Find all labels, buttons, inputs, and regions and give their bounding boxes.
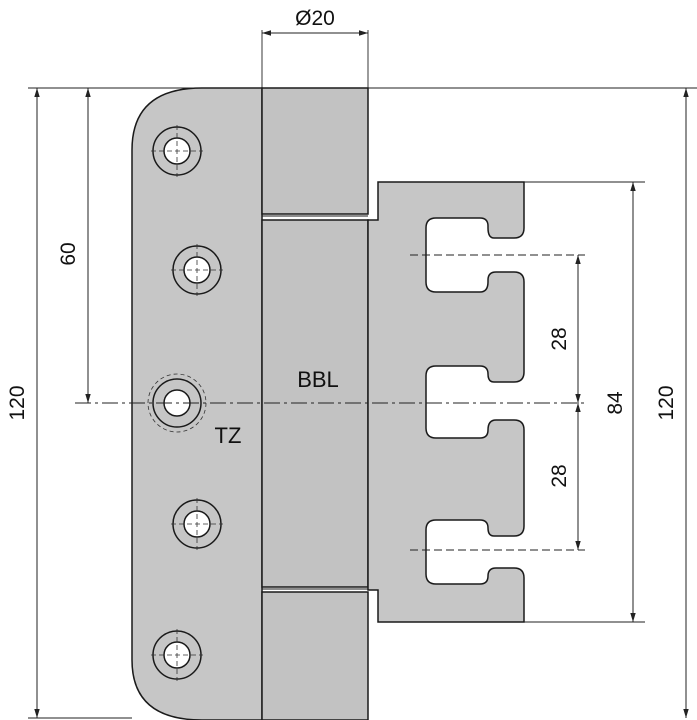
tz-label: TZ — [215, 423, 242, 448]
slot-span-label: 84 — [604, 391, 627, 415]
screw-hole-4 — [171, 498, 223, 550]
dimension-slot-pitch-upper: 28 — [548, 255, 581, 403]
slot-pitch-upper-label: 28 — [548, 327, 571, 350]
dimension-total-height-right: 120 — [655, 88, 689, 718]
dimension-half-height: 60 — [57, 88, 91, 403]
bbl-label: BBL — [297, 367, 339, 392]
right-hinge-leaf — [367, 181, 525, 623]
screw-hole-2 — [171, 244, 223, 296]
extension-lines — [28, 30, 697, 719]
dimension-slot-pitch-lower: 28 — [548, 403, 581, 550]
total-height-right-label: 120 — [655, 385, 678, 420]
dimension-total-height-left: 120 — [6, 88, 40, 718]
diameter-label: Ø20 — [295, 7, 335, 30]
dimension-slot-span: 84 — [604, 182, 636, 622]
half-height-label: 60 — [57, 242, 80, 265]
total-height-left-label: 120 — [6, 385, 29, 420]
screw-hole-1 — [151, 125, 203, 177]
screw-hole-5 — [151, 629, 203, 681]
knuckle-top — [261, 87, 369, 215]
knuckle-bottom — [261, 591, 369, 720]
dimension-diameter: Ø20 — [262, 7, 368, 36]
knuckle-middle — [261, 219, 369, 588]
slot-pitch-lower-label: 28 — [548, 464, 571, 487]
